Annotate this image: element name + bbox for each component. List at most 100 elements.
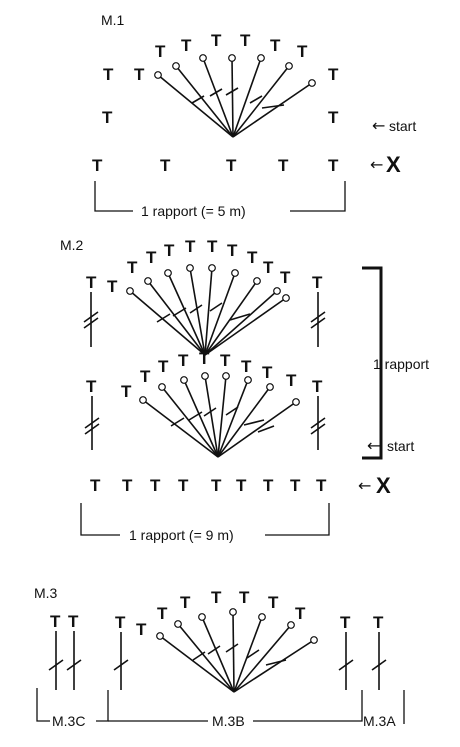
chain-circle-icon: [273, 287, 281, 295]
stitch-symbol: T: [297, 42, 308, 61]
stitch-symbol: T: [181, 36, 192, 55]
m3c-label: M.3C: [52, 713, 85, 729]
stitch-symbol: T: [312, 377, 323, 396]
chain-circle-icon: [244, 376, 252, 384]
stitch-symbol: T: [150, 476, 161, 495]
chain-circle-icon: [292, 398, 300, 406]
m2-upper-side-stitches: T T: [83, 273, 326, 347]
stitch-symbol: T: [134, 65, 145, 84]
chain-circle-icon: [180, 376, 188, 384]
m3b-fan-stems: [159, 611, 315, 693]
stitch-symbol: T: [227, 241, 238, 260]
m3b-fan-T-symbols: T T T T T T T: [136, 588, 306, 639]
stitch-symbol: T: [136, 620, 147, 639]
m2-lower-fan-stems: [142, 375, 297, 458]
stitch-symbol: T: [90, 476, 101, 495]
m2-foundation-row: T T T T T T T T T: [90, 476, 327, 495]
m1-repeat-bracket: [94, 181, 346, 212]
chain-circle-icon: [126, 287, 134, 295]
stitch-symbol: T: [240, 31, 251, 50]
m3a-label: M.3A: [363, 713, 396, 729]
chart-m1-title: M.1: [101, 12, 125, 28]
stitch-symbol: T: [157, 604, 168, 623]
stitch-symbol: T: [312, 273, 323, 292]
chain-circle-icon: [208, 264, 216, 272]
m3a-stitches: T T: [338, 613, 387, 690]
stitch-symbol: T: [211, 476, 222, 495]
stitch-symbol: T: [241, 357, 252, 376]
stitch-symbol: T: [102, 108, 113, 127]
m3b-fan-slashes: [192, 643, 287, 666]
stitch-symbol: T: [340, 613, 351, 632]
stitch-symbol: T: [373, 613, 384, 632]
chain-circle-icon: [154, 71, 162, 79]
chart-m2: M.2: [60, 237, 429, 543]
chain-circle-icon: [174, 620, 182, 628]
m2-repeat-vertical-bracket: [362, 266, 383, 460]
m1-fan-slashes: [191, 87, 285, 109]
stitch-symbol: T: [164, 241, 175, 260]
stitch-symbol: T: [316, 476, 327, 495]
m1-start-arrow-icon: ←: [372, 116, 385, 135]
stitch-symbol: T: [180, 593, 191, 612]
chain-circle-icon: [310, 636, 318, 644]
stitch-symbol: T: [50, 612, 61, 631]
m2-upper-chain-circles: [126, 264, 290, 302]
stitch-symbol: T: [178, 351, 189, 370]
m1-x-arrow-icon: ←: [370, 155, 383, 174]
m1-fan-T-symbols: T T T T T T T T T: [103, 31, 339, 84]
stitch-symbol: T: [160, 156, 171, 175]
m3c-bracket-right: [96, 690, 109, 722]
stitch-symbol: T: [328, 65, 339, 84]
chain-circle-icon: [253, 277, 261, 285]
m3b-left-stitch: T: [113, 613, 129, 690]
m1-chain-circles: [154, 54, 316, 87]
m3b-label: M.3B: [212, 713, 245, 729]
m3c-bracket-left: [36, 688, 50, 722]
chain-circle-icon: [164, 269, 172, 277]
stitch-symbol: T: [178, 476, 189, 495]
m2-x-arrow-icon: ←: [358, 476, 371, 495]
m1-fan-stems: [157, 57, 313, 138]
stitch-symbol: T: [86, 377, 97, 396]
stitch-symbol: T: [146, 248, 157, 267]
stitch-symbol: T: [295, 604, 306, 623]
chart-m2-title: M.2: [60, 237, 84, 253]
m1-x-marker: X: [386, 152, 401, 177]
chart-m3: M.3 T T T: [34, 585, 405, 729]
m3b-bracket: [108, 690, 363, 722]
stitch-symbol: T: [263, 476, 274, 495]
m3c-stitches: T T: [48, 612, 82, 690]
chain-circle-icon: [308, 79, 316, 87]
m2-upper-fan-slashes: [156, 302, 251, 323]
chain-circle-icon: [172, 62, 180, 70]
chain-circle-icon: [199, 54, 207, 62]
chain-circle-icon: [156, 632, 164, 640]
chain-circle-icon: [285, 62, 293, 70]
stitch-symbol: T: [268, 593, 279, 612]
stitch-symbol: T: [286, 371, 297, 390]
stitch-symbol: T: [68, 612, 79, 631]
stitch-symbol: T: [280, 268, 291, 287]
stitch-symbol: T: [199, 349, 210, 368]
m1-start-label: start: [389, 118, 416, 134]
stitch-symbol: T: [86, 273, 97, 292]
chart-m1: M.1 T T: [92, 12, 416, 219]
chain-circle-icon: [198, 613, 206, 621]
stitch-symbol: T: [328, 156, 339, 175]
m2-lower-T-symbols: T T T T T T T T T: [121, 349, 297, 401]
stitch-symbol: T: [262, 363, 273, 382]
chain-circle-icon: [282, 294, 290, 302]
stitch-symbol: T: [278, 156, 289, 175]
chain-circle-icon: [228, 54, 236, 62]
stitch-symbol: T: [185, 237, 196, 256]
m2-lower-chain-circles: [139, 372, 300, 406]
stitch-symbol: T: [226, 156, 237, 175]
stitch-symbol: T: [247, 248, 258, 267]
stitch-symbol: T: [140, 367, 151, 386]
chain-circle-icon: [186, 264, 194, 272]
m2-start-arrow-icon: ←: [367, 436, 380, 455]
stitch-symbol: T: [121, 382, 132, 401]
stitch-symbol: T: [270, 36, 281, 55]
